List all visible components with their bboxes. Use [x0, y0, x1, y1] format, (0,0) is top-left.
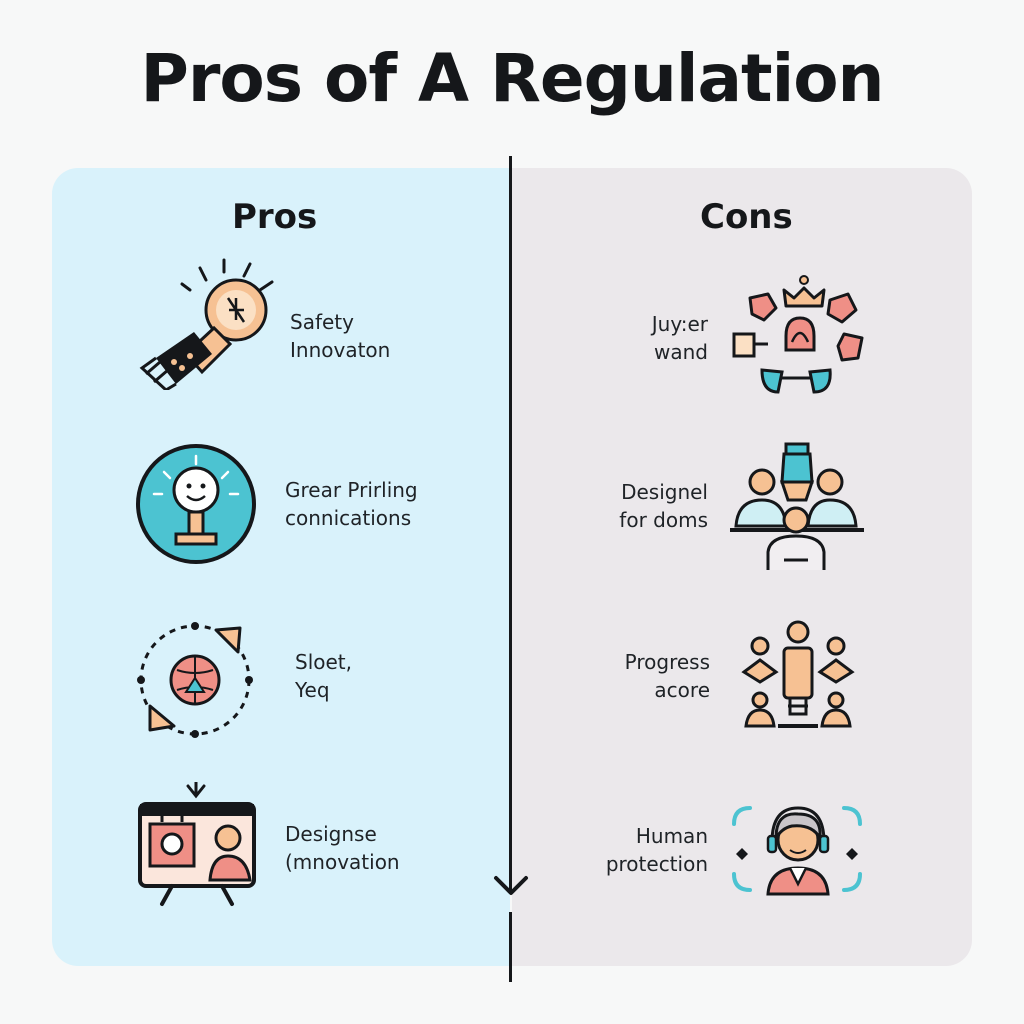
headset-person-icon — [732, 806, 862, 896]
cons-item-1-label: Juy:er wand — [651, 312, 708, 364]
pros-item-3-label: Sloet, Yeq — [295, 650, 352, 702]
cons-item-4-label: Human protection — [605, 824, 708, 876]
cons-heading: Cons — [700, 197, 793, 237]
pros-item-2-label: Grear Prirling connications — [285, 478, 418, 530]
pros-item-4-label: Designse (mnovation — [285, 822, 400, 874]
pros-panel — [52, 168, 510, 966]
lightbulb-hand-icon — [139, 258, 274, 390]
globe-cycle-icon — [137, 622, 253, 738]
pros-item-1-label: Safety Innovaton — [290, 310, 391, 362]
cons-panel — [512, 168, 972, 966]
group-pillar-icon — [741, 620, 855, 728]
chevron-down-icon — [494, 876, 528, 895]
page-title: Pros of A Regulation — [140, 40, 884, 117]
cons-item-2-label: Designel for doms — [619, 480, 708, 532]
cons-item-3-label: Progress acore — [624, 650, 710, 702]
pros-heading: Pros — [232, 197, 318, 237]
center-divider — [509, 156, 512, 894]
center-divider-lower — [509, 912, 512, 982]
people-meeting-icon — [730, 442, 864, 570]
monitor-presentation-icon — [138, 782, 256, 906]
puzzle-circle-icon — [732, 275, 864, 394]
smiling-lamp-badge-icon — [136, 444, 256, 564]
